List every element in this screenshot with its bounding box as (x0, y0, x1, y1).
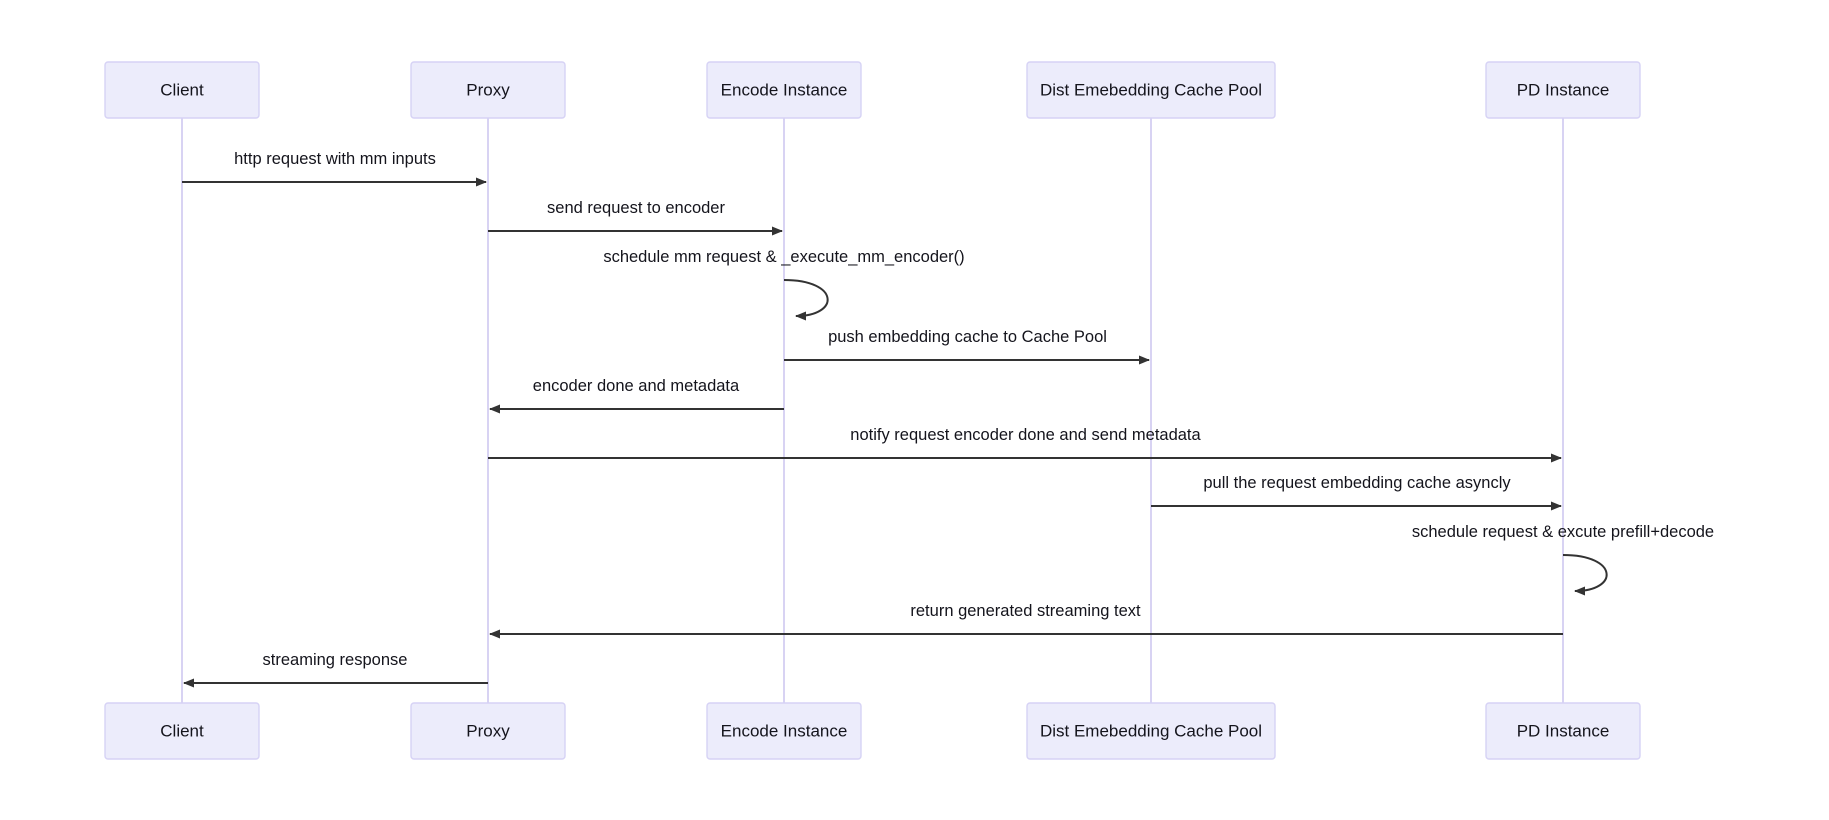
message-label-1: http request with mm inputs (234, 150, 436, 168)
actor-rect-pd (1485, 61, 1641, 119)
actor-label-client: Client (160, 721, 204, 740)
message-6-proxy-to-pd[interactable]: notify request encoder done and send met… (488, 426, 1562, 463)
actor-box-client-bottom[interactable]: Client (104, 702, 260, 760)
message-label-8: schedule request & excute prefill+decode (1412, 523, 1714, 541)
actor-box-proxy-top[interactable]: Proxy (410, 61, 566, 119)
actor-box-client-top[interactable]: Client (104, 61, 260, 119)
actor-box-cachepool-bottom[interactable]: Dist Emebedding Cache Pool (1026, 702, 1276, 760)
actor-label-pd: PD Instance (1517, 721, 1610, 740)
actor-label-encode: Encode Instance (721, 721, 848, 740)
actor-box-encode-bottom[interactable]: Encode Instance (706, 702, 862, 760)
actor-rect-client (104, 61, 260, 119)
actor-label-pd: PD Instance (1517, 80, 1610, 99)
messages-group: http request with mm inputs send request … (182, 150, 1714, 688)
actor-rect-pd (1485, 702, 1641, 760)
actor-label-encode: Encode Instance (721, 80, 848, 99)
actor-label-client: Client (160, 80, 204, 99)
actor-rect-cachepool (1026, 702, 1276, 760)
actor-boxes-bottom: Client Proxy Encode Instance Dist Emebeddin… (104, 702, 1641, 760)
lifelines-group (181, 118, 1564, 703)
actor-rect-proxy (410, 702, 566, 760)
actor-label-cachepool: Dist Emebedding Cache Pool (1040, 721, 1262, 740)
message-5-encode-to-proxy[interactable]: encoder done and metadata (489, 377, 784, 414)
message-label-5: encoder done and metadata (533, 377, 740, 395)
message-label-2: send request to encoder (547, 199, 725, 217)
self-loop-path-8 (1562, 554, 1608, 596)
actor-boxes-top: Client Proxy Encode Instance Dist Emebeddin… (104, 61, 1641, 119)
actor-rect-client (104, 702, 260, 760)
actor-label-proxy: Proxy (466, 80, 510, 99)
actor-box-cachepool-top[interactable]: Dist Emebedding Cache Pool (1026, 61, 1276, 119)
actor-rect-proxy (410, 61, 566, 119)
actor-box-encode-top[interactable]: Encode Instance (706, 61, 862, 119)
message-label-6: notify request encoder done and send met… (850, 426, 1201, 444)
actor-rect-encode (706, 702, 862, 760)
message-4-encode-to-cachepool[interactable]: push embedding cache to Cache Pool (784, 328, 1150, 365)
message-label-3: schedule mm request & _execute_mm_encode… (603, 248, 964, 266)
message-label-10: streaming response (263, 651, 408, 669)
actor-box-proxy-bottom[interactable]: Proxy (410, 702, 566, 760)
message-7-cachepool-to-pd[interactable]: pull the request embedding cache asyncly (1151, 474, 1562, 511)
actor-label-cachepool: Dist Emebedding Cache Pool (1040, 80, 1262, 99)
self-loop-path-3 (783, 279, 829, 321)
actor-rect-encode (706, 61, 862, 119)
message-8-pd-to-pd[interactable]: schedule request & excute prefill+decode (1412, 523, 1714, 596)
message-9-pd-to-proxy[interactable]: return generated streaming text (489, 602, 1563, 639)
message-10-proxy-to-client[interactable]: streaming response (183, 651, 488, 688)
message-2-proxy-to-encode[interactable]: send request to encoder (488, 199, 783, 236)
message-label-4: push embedding cache to Cache Pool (828, 328, 1107, 346)
actor-box-pd-bottom[interactable]: PD Instance (1485, 702, 1641, 760)
message-1-client-to-proxy[interactable]: http request with mm inputs (182, 150, 487, 187)
message-label-9: return generated streaming text (910, 602, 1141, 620)
message-label-7: pull the request embedding cache asyncly (1203, 474, 1511, 492)
actor-rect-cachepool (1026, 61, 1276, 119)
actor-box-pd-top[interactable]: PD Instance (1485, 61, 1641, 119)
message-3-encode-to-encode[interactable]: schedule mm request & _execute_mm_encode… (603, 248, 965, 321)
actor-label-proxy: Proxy (466, 721, 510, 740)
